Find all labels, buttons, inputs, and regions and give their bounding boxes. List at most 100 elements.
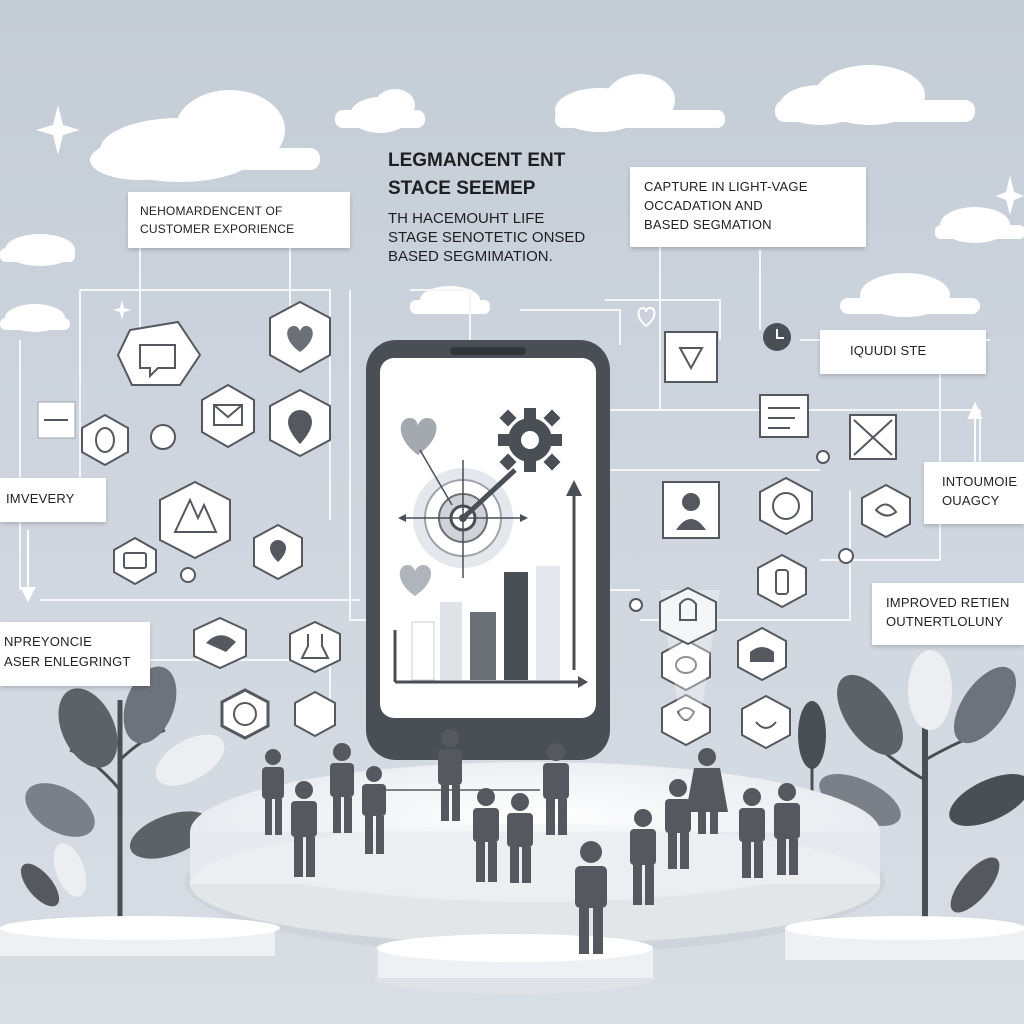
smartphone bbox=[366, 340, 610, 760]
person-circle-icon bbox=[759, 476, 813, 536]
sparkle-icon bbox=[36, 105, 80, 155]
label-line: OCCADATION AND bbox=[644, 198, 763, 213]
person bbox=[739, 788, 765, 878]
label-right-upper: IQUUDI STE bbox=[820, 330, 986, 374]
bulb-hex-icon bbox=[659, 586, 717, 646]
user-icon bbox=[662, 481, 720, 539]
bar-2 bbox=[440, 602, 462, 680]
label-right-lower: IMPROVED RETIEN OUTNERTLOLUNY bbox=[872, 583, 1024, 645]
cake-icon bbox=[737, 626, 787, 682]
right-plant bbox=[798, 650, 1024, 950]
person bbox=[473, 788, 499, 882]
crowd bbox=[262, 729, 800, 954]
face-hex-icon bbox=[741, 694, 791, 750]
cloud bbox=[775, 65, 975, 125]
label-line: IMVEVERY bbox=[6, 491, 75, 506]
person bbox=[774, 783, 800, 875]
cloud bbox=[0, 304, 70, 332]
bottle-icon bbox=[757, 553, 807, 609]
pouch-icon bbox=[661, 693, 711, 747]
label-line: IQUUDI STE bbox=[850, 343, 927, 358]
heart-icon bbox=[399, 565, 432, 596]
title-line-3: TH HACEMOUHT LIFE bbox=[388, 210, 545, 227]
envelope-icon bbox=[849, 414, 897, 460]
heart-icon bbox=[269, 300, 331, 374]
title-line-4: STAGE SENOTETIC ONSED bbox=[388, 229, 586, 246]
chat-icon bbox=[116, 320, 202, 386]
cloud bbox=[335, 89, 425, 133]
sparkles bbox=[36, 105, 1024, 320]
heart-icon bbox=[400, 418, 437, 455]
person bbox=[291, 781, 317, 877]
person bbox=[543, 743, 569, 835]
person bbox=[438, 729, 462, 821]
person bbox=[686, 748, 728, 834]
diagram-title: LEGMANCENT ENT STACE SEEMEP TH HACEMOUHT… bbox=[388, 150, 618, 265]
egg-icon bbox=[661, 638, 711, 692]
person bbox=[575, 841, 607, 954]
label-line: OUAGCY bbox=[942, 493, 1000, 508]
camera-icon bbox=[113, 536, 157, 586]
label-line: CUSTOMER EXPORIENCE bbox=[140, 222, 295, 236]
small-heart-icon bbox=[637, 306, 656, 328]
left-icon-network bbox=[37, 300, 341, 740]
document-icon bbox=[759, 394, 809, 438]
growth-bar-chart bbox=[393, 449, 588, 688]
sparkle-icon bbox=[113, 300, 131, 320]
person bbox=[507, 793, 533, 883]
label-line: CAPTURE IN LIGHT-VAGE bbox=[644, 179, 808, 194]
bar-1 bbox=[411, 621, 435, 681]
frame-icon bbox=[664, 331, 718, 383]
cloud bbox=[935, 207, 1024, 243]
label-left-bottom: NPREYONCIE ASER ENLEGRINGT bbox=[0, 622, 150, 686]
clock-icon bbox=[763, 323, 791, 351]
title-line-2: STACE SEEMEP bbox=[388, 178, 536, 199]
cloud bbox=[0, 234, 75, 266]
bar-5 bbox=[536, 566, 560, 680]
network-nodes bbox=[150, 424, 854, 619]
location-icon bbox=[253, 523, 303, 581]
label-left-middle: IMVEVERY bbox=[0, 478, 106, 522]
label-line: NEHOMARDENCENT OF bbox=[140, 204, 283, 218]
label-line: IMPROVED RETIEN bbox=[886, 595, 1010, 610]
phone-screen-content bbox=[393, 408, 588, 688]
title-line-1: LEGMANCENT ENT bbox=[388, 150, 566, 171]
cloud bbox=[840, 273, 980, 317]
cloud bbox=[555, 74, 725, 132]
label-top-left: NEHOMARDENCENT OF CUSTOMER EXPORIENCE bbox=[128, 192, 350, 248]
mail-icon bbox=[201, 383, 255, 449]
bar-3 bbox=[470, 612, 496, 680]
label-line: BASED SEGMATION bbox=[644, 217, 772, 232]
sparkle-icon bbox=[996, 175, 1024, 215]
label-top-right: CAPTURE IN LIGHT-VAGE OCCADATION AND BAS… bbox=[630, 167, 866, 247]
down-arrow-icon bbox=[20, 530, 36, 603]
mountain-icon bbox=[159, 480, 231, 560]
person bbox=[630, 809, 656, 905]
label-line: ASER ENLEGRINGT bbox=[4, 654, 131, 669]
person bbox=[665, 779, 691, 869]
target-icon bbox=[398, 460, 528, 578]
label-line: NPREYONCIE bbox=[4, 634, 92, 649]
flask-icon bbox=[289, 620, 341, 674]
person bbox=[262, 749, 284, 835]
label-line: OUTNERTLOLUNY bbox=[886, 614, 1004, 629]
label-line: INTOUMOIE bbox=[942, 474, 1018, 489]
pin-icon bbox=[269, 388, 331, 458]
cloud bbox=[90, 90, 320, 182]
person bbox=[330, 743, 354, 833]
hand-icon bbox=[861, 483, 911, 539]
right-icon-network bbox=[637, 306, 911, 750]
sticky-note-icon bbox=[37, 401, 76, 439]
gear-icon bbox=[498, 408, 562, 472]
face-icon bbox=[81, 413, 129, 467]
phone-icon bbox=[294, 690, 336, 738]
cap-icon bbox=[193, 616, 247, 670]
bar-4 bbox=[504, 572, 528, 680]
people-icon bbox=[220, 688, 270, 740]
title-line-5: BASED SEGMIMATION. bbox=[388, 248, 553, 265]
clouds bbox=[0, 65, 1024, 332]
label-right-middle: INTOUMOIE OUAGCY bbox=[924, 462, 1024, 524]
person bbox=[362, 766, 386, 854]
